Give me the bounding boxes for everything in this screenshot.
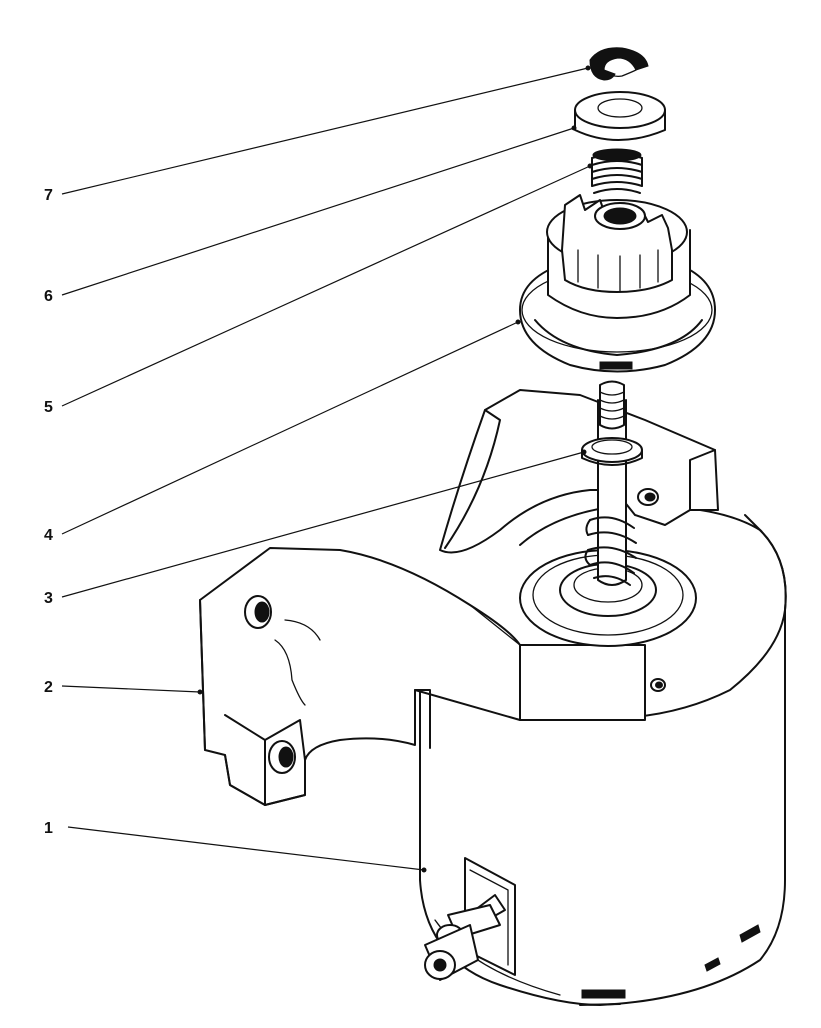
callout-1: 1 <box>44 820 53 837</box>
callout-5: 5 <box>44 399 53 416</box>
leader-7 <box>61 67 589 195</box>
callout-2: 2 <box>44 679 53 696</box>
leader-2 <box>61 685 201 693</box>
leader-4 <box>61 321 519 535</box>
callout-6: 6 <box>44 288 53 305</box>
retaining-clip <box>589 47 649 81</box>
leader-lines <box>61 65 593 873</box>
leader-1 <box>67 826 425 871</box>
pinion-gear <box>519 194 716 373</box>
leader-6 <box>61 127 575 296</box>
callout-3: 3 <box>44 590 53 607</box>
bracket-top-arm <box>199 547 646 806</box>
leader-3 <box>61 451 585 598</box>
spring <box>591 148 643 194</box>
bracket-hole-lower <box>268 740 296 774</box>
base-slot-right <box>739 924 761 943</box>
callout-7: 7 <box>44 187 53 204</box>
callout-labels: 1 2 3 4 5 6 7 <box>44 187 53 837</box>
terminal-post <box>424 857 516 981</box>
leader-5 <box>61 165 591 407</box>
bracket-rear-arm <box>439 389 719 554</box>
stop-collar <box>574 91 666 141</box>
thrust-washer <box>581 437 643 466</box>
bracket-hole-upper <box>244 595 272 629</box>
mounting-bracket <box>199 389 719 806</box>
base-slot-front <box>581 989 626 999</box>
gear-slot <box>599 361 633 370</box>
base-slot-right-2 <box>704 957 721 972</box>
callout-4: 4 <box>44 527 53 544</box>
starter-motor-housing <box>419 504 787 1006</box>
